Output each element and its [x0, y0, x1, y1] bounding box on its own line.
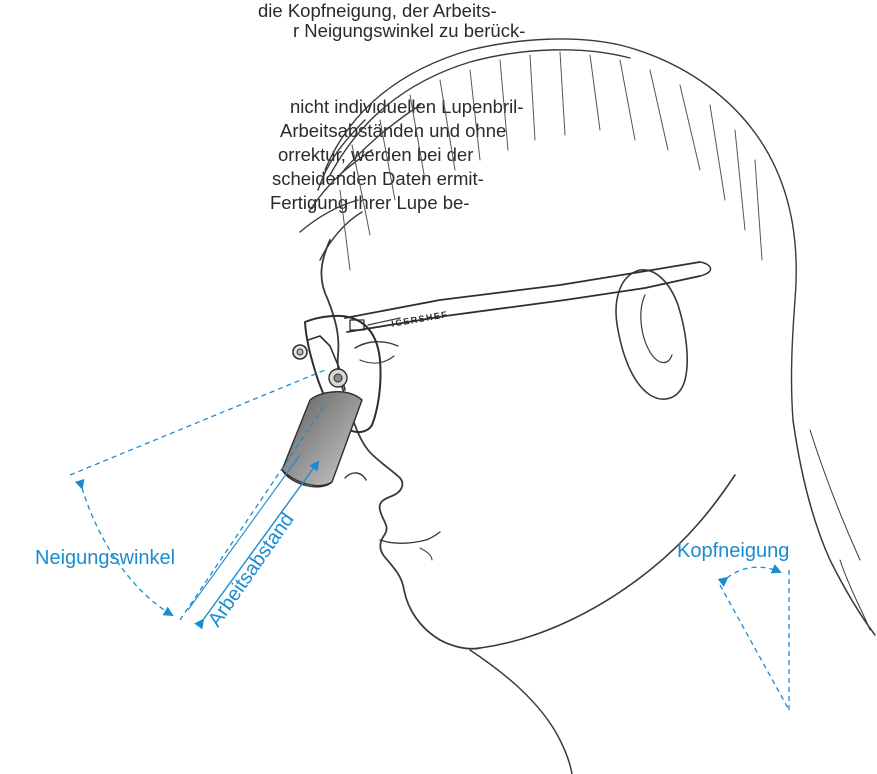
tilt-angle-label: Neigungswinkel [35, 547, 175, 570]
neck-back [793, 420, 875, 635]
hair-strands [340, 52, 762, 270]
nostril [345, 473, 366, 480]
head-tilt-label: Kopfneigung [677, 540, 789, 563]
neck-front [470, 650, 572, 774]
ear [616, 270, 687, 399]
loupe-barrel [282, 392, 362, 486]
head-tilt-slanted [720, 585, 789, 710]
glasses-temple [345, 262, 700, 318]
brand-lettering: ICERSHEF [391, 309, 449, 329]
sight-line [180, 405, 325, 620]
working-distance-label: Arbeitsabstand [204, 509, 299, 631]
mouth [380, 532, 440, 543]
head-tilt-arc [727, 567, 780, 578]
